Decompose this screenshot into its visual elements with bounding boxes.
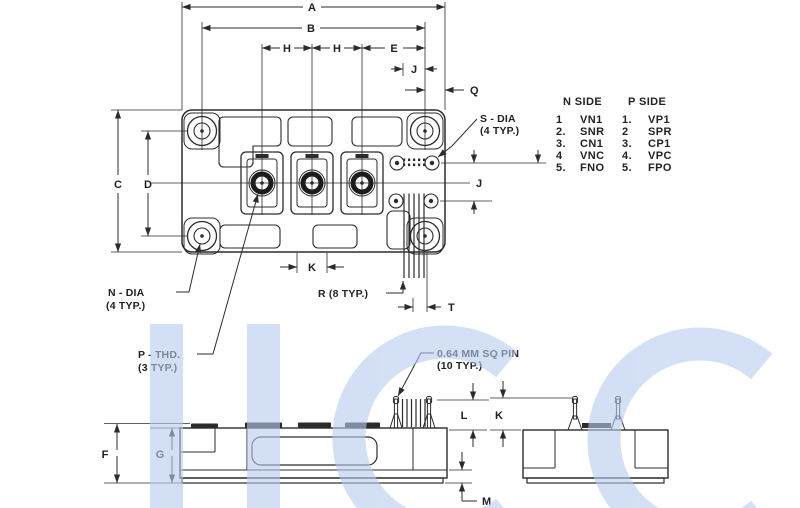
pin-dots bbox=[403, 158, 426, 167]
n-row-name: SNR bbox=[580, 126, 604, 138]
n-row-name: FNO bbox=[580, 162, 604, 174]
mounting-hole bbox=[186, 220, 218, 252]
n-row-num: 1 bbox=[556, 114, 563, 126]
dim-label-b: B bbox=[307, 23, 315, 35]
p-row-num: 4. bbox=[622, 150, 632, 162]
dim-label-j-top: J bbox=[411, 64, 417, 76]
dim-label-k-top: K bbox=[308, 262, 316, 274]
n-dia-note-line2: (4 TYP.) bbox=[106, 300, 145, 312]
watermark bbox=[150, 324, 773, 508]
watermark-letter-c bbox=[587, 327, 773, 508]
dim-label-l: L bbox=[461, 410, 468, 422]
leader-n-dia bbox=[176, 243, 202, 293]
front-signal-pins bbox=[389, 396, 436, 429]
dim-label-h2: H bbox=[333, 43, 341, 55]
r-note: R (8 TYP.) bbox=[318, 288, 368, 300]
pin-table: N SIDE P SIDE 1 VN1 2. SNR 3. CN1 4 VNC … bbox=[556, 96, 672, 174]
p-row-num: 3. bbox=[622, 138, 632, 150]
p-row-name: VPC bbox=[648, 150, 672, 162]
signal-pin-area bbox=[388, 155, 440, 278]
mounting-hole bbox=[409, 115, 441, 147]
n-row-num: 3. bbox=[556, 138, 566, 150]
module-body-outline bbox=[181, 109, 446, 253]
screw-terminal bbox=[340, 151, 384, 215]
leader-s-dia bbox=[437, 118, 478, 158]
dim-label-m: M bbox=[482, 496, 491, 508]
case-pockets bbox=[218, 116, 411, 250]
pin-table-p-header: P SIDE bbox=[628, 96, 666, 108]
dim-label-d: D bbox=[144, 179, 152, 191]
p-row-num: 5. bbox=[622, 162, 632, 174]
dim-label-j-right: J bbox=[476, 178, 482, 190]
p-row-name: VP1 bbox=[648, 114, 670, 126]
screw-terminal bbox=[290, 151, 334, 215]
p-row-name: SPR bbox=[648, 126, 672, 138]
n-row-num: 5. bbox=[556, 162, 566, 174]
front-view bbox=[179, 396, 448, 484]
dimension-lines bbox=[114, 3, 542, 311]
s-dia-note-line1: S - DIA bbox=[480, 113, 516, 125]
n-row-name: VN1 bbox=[580, 114, 603, 126]
watermark-bar bbox=[247, 324, 280, 508]
dim-label-q: Q bbox=[470, 85, 479, 97]
dim-label-f: F bbox=[102, 449, 109, 461]
n-row-name: CN1 bbox=[580, 138, 603, 150]
n-dia-note-line1: N - DIA bbox=[108, 287, 145, 299]
n-row-num: 2. bbox=[556, 126, 566, 138]
mounting-hole bbox=[409, 220, 441, 252]
pin-leads bbox=[403, 193, 425, 278]
dim-label-c: C bbox=[114, 179, 122, 191]
pin-table-n-header: N SIDE bbox=[563, 96, 602, 108]
s-dia-note-line2: (4 TYP.) bbox=[480, 125, 519, 137]
n-row-num: 4 bbox=[556, 150, 563, 162]
n-row-name: VNC bbox=[580, 150, 604, 162]
leader-r bbox=[386, 281, 407, 294]
mounting-hole bbox=[186, 115, 218, 147]
dim-label-k-bottom: K bbox=[495, 410, 503, 422]
dim-label-h1: H bbox=[283, 43, 291, 55]
p-row-name: FPO bbox=[648, 162, 672, 174]
p-row-num: 2 bbox=[622, 126, 629, 138]
dim-label-a: A bbox=[308, 2, 316, 14]
sq-pin-note-line2: (10 TYP.) bbox=[437, 360, 482, 372]
p-row-num: 1. bbox=[622, 114, 632, 126]
dim-label-t: T bbox=[448, 302, 455, 314]
leader-p-thd bbox=[197, 193, 259, 355]
watermark-letter-c bbox=[332, 325, 518, 508]
annotation-labels: S - DIA (4 TYP.) N - DIA (4 TYP.) P - TH… bbox=[106, 113, 519, 374]
p-row-name: CP1 bbox=[648, 138, 671, 150]
screw-terminals bbox=[240, 151, 384, 215]
watermark-bar bbox=[150, 324, 183, 508]
front-baseplate bbox=[181, 477, 444, 484]
screw-terminal bbox=[240, 151, 284, 215]
top-view bbox=[111, 2, 546, 397]
dim-label-e: E bbox=[390, 43, 397, 55]
